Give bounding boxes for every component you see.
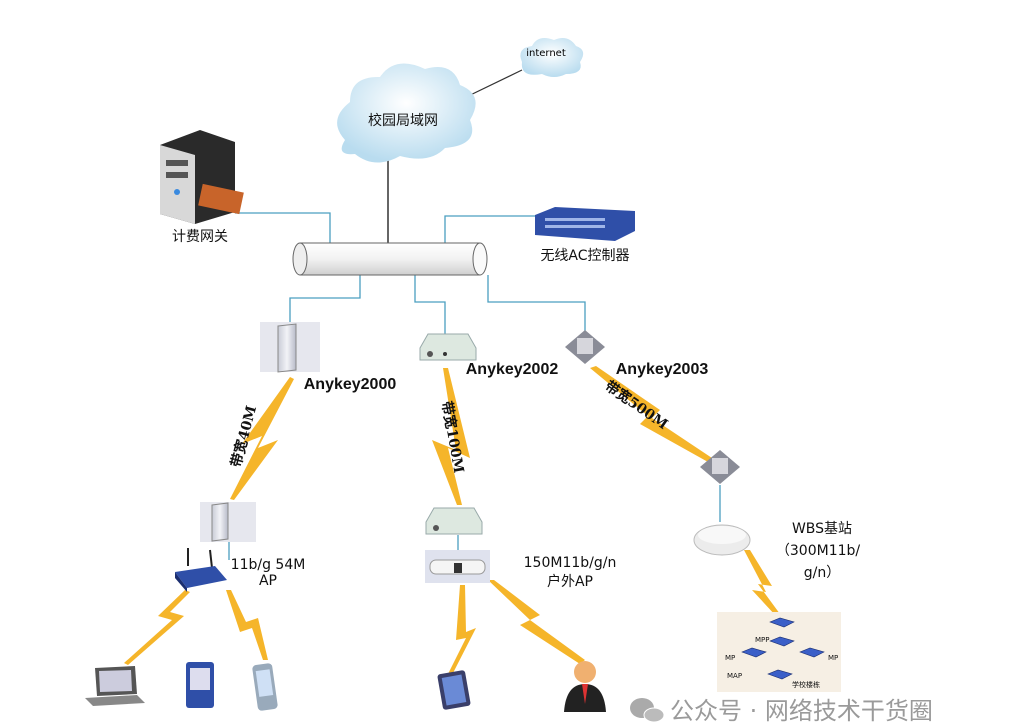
wbs-label-line3: g/n） [804, 565, 840, 581]
bandwidth-500m-label: 带宽500M [602, 377, 671, 433]
panel-antenna-icon [200, 502, 256, 542]
outdoor-ap-icon [425, 550, 490, 583]
wbs-base-station-icon [693, 524, 751, 556]
wired-links [228, 212, 721, 560]
relay-diamond-antenna-icon [700, 450, 740, 484]
bridge-receiver-icon [425, 507, 483, 535]
mesh-mp-right-label: MP [828, 654, 838, 662]
wireless-links [124, 366, 780, 675]
anykey2003-diamond-antenna-icon [565, 330, 605, 364]
backbone-bus [292, 242, 488, 276]
anykey2003-label: Anykey2003 [616, 361, 709, 378]
wbs-label-line2: （300M11b/ [776, 543, 861, 559]
ac-controller-label: 无线AC控制器 [540, 248, 629, 264]
anykey2002-bridge-icon [419, 333, 477, 361]
tablet-icon [437, 670, 471, 710]
mesh-building-label: 学校楼栋 [792, 680, 820, 689]
user-person-icon [564, 661, 606, 712]
anykey2000-panel-antenna-icon [260, 322, 320, 373]
mesh-mp-left-label: MP [725, 654, 735, 662]
watermark-text: 公众号 · 网络技术干货圈 [670, 697, 933, 724]
watermark: 公众号 · 网络技术干货圈 [630, 697, 933, 724]
wireless-bolt-phone [226, 590, 268, 660]
wireless-bolt-40m [230, 377, 294, 500]
wireless-bolt-laptop [124, 590, 190, 665]
wireless-bolt-tablet [448, 585, 476, 675]
outdoor-ap-label-line2: 户外AP [547, 573, 593, 590]
billing-gateway-server-icon [160, 130, 244, 224]
ap-54m-label-line2: AP [259, 573, 277, 589]
ap-54m-label: 11b/g 54M [231, 557, 306, 573]
mesh-network-image: MPP MP MP MAP 学校楼栋 [717, 612, 841, 692]
mesh-map-label: MAP [727, 672, 742, 680]
anykey2000-label: Anykey2000 [304, 376, 397, 393]
wireless-bolt-mesh [744, 550, 780, 616]
internet-cloud: internet [520, 38, 584, 77]
internet-label: internet [526, 48, 566, 59]
wechat-icon [630, 698, 665, 723]
billing-gateway-label: 计费网关 [172, 229, 228, 245]
wbs-label: WBS基站 [792, 520, 852, 537]
wireless-bolt-500m [590, 366, 712, 462]
wireless-router-icon [175, 548, 227, 592]
anykey2002-label: Anykey2002 [466, 361, 559, 378]
smartphone-icon [252, 663, 278, 711]
ac-controller-switch-icon [535, 207, 635, 241]
pda-icon [186, 662, 214, 708]
mesh-mpp-label: MPP [755, 636, 769, 644]
wireless-bolt-user [488, 580, 585, 664]
laptop-icon [85, 666, 145, 706]
outdoor-ap-label: 150M11b/g/n [524, 555, 617, 571]
wireless-bolt-100m [432, 368, 470, 505]
campus-lan-cloud: 校园局域网 [337, 63, 476, 163]
campus-lan-label: 校园局域网 [368, 112, 438, 129]
